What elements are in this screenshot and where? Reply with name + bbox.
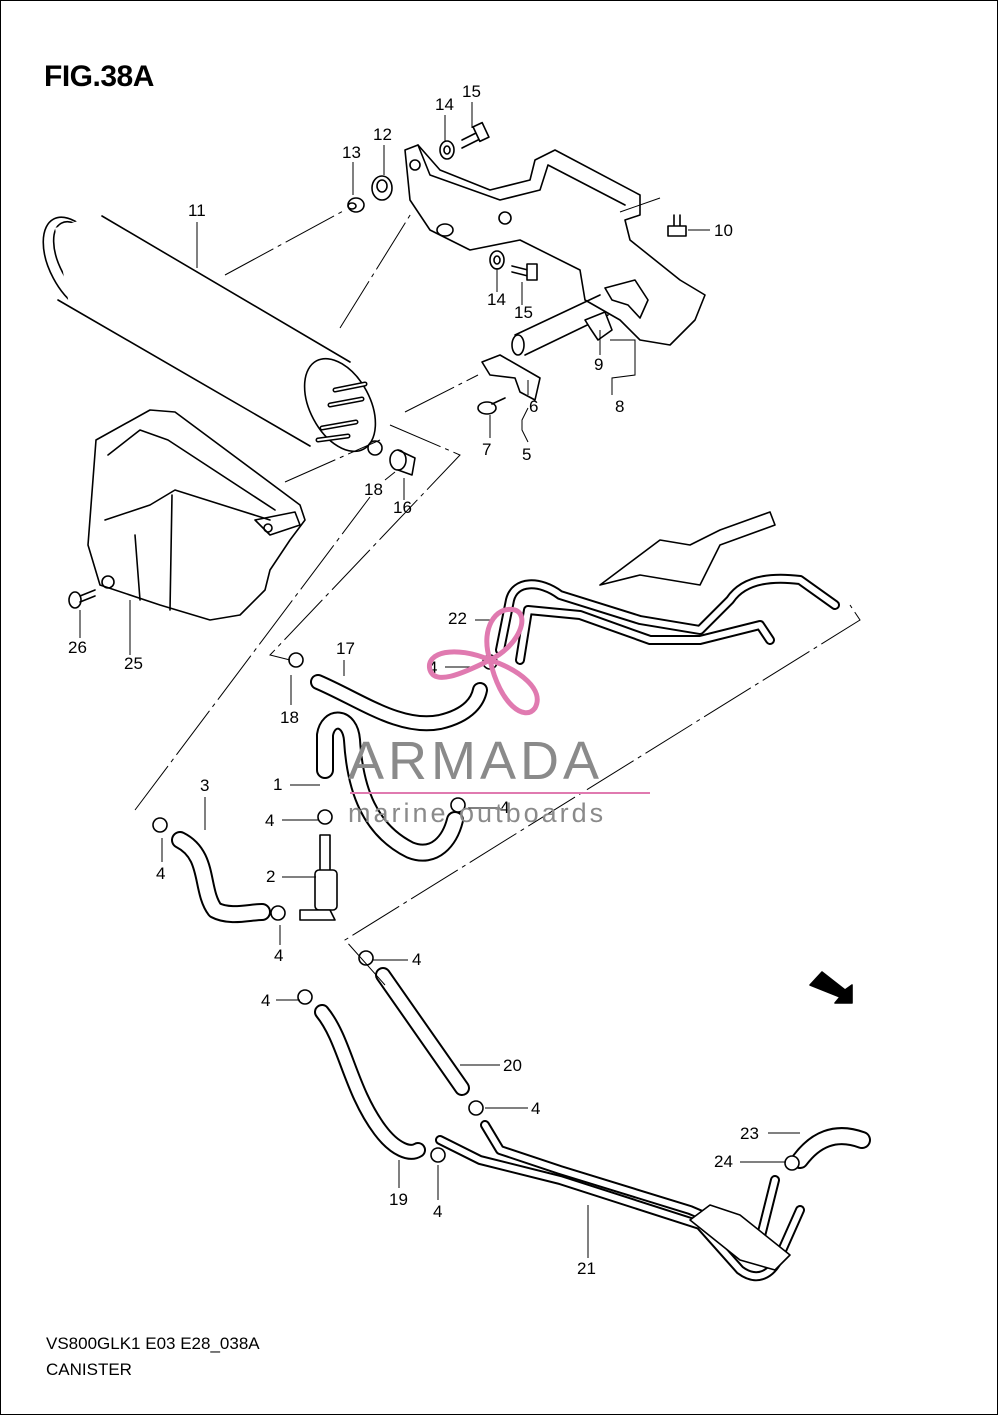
hose-23-part[interactable] [791, 1127, 871, 1169]
callout-18b: 18 [280, 708, 299, 727]
callout-4d: 4 [156, 864, 165, 883]
washer-lower-part[interactable] [489, 250, 505, 270]
callout-15b: 15 [514, 303, 533, 322]
callout-1: 1 [273, 775, 282, 794]
callout-20: 20 [503, 1056, 522, 1075]
bolt-lower-part[interactable] [511, 263, 538, 281]
callout-23: 23 [740, 1124, 759, 1143]
callout-7: 7 [482, 440, 491, 459]
callout-4e: 4 [274, 946, 283, 965]
callout-9: 9 [594, 355, 603, 374]
callout-19: 19 [389, 1190, 408, 1209]
callout-8: 8 [615, 397, 624, 416]
callout-26: 26 [68, 638, 87, 657]
callout-14a: 14 [435, 95, 454, 114]
callout-2: 2 [266, 867, 275, 886]
hose-19-part[interactable] [314, 1004, 426, 1160]
collar-part[interactable] [347, 197, 365, 213]
grommet-part[interactable] [371, 175, 393, 201]
callout-4g: 4 [261, 991, 270, 1010]
hose-20-part[interactable] [375, 967, 470, 1096]
callout-16: 16 [393, 498, 412, 517]
callout-17: 17 [336, 639, 355, 658]
pipe-22-part[interactable] [495, 511, 840, 665]
bolt-upper-part[interactable] [461, 121, 490, 149]
callout-25: 25 [124, 654, 143, 673]
bolt-10-part[interactable] [667, 214, 687, 237]
callout-4f: 4 [412, 950, 421, 969]
callout-22: 22 [448, 609, 467, 628]
screw-26-part[interactable] [68, 589, 96, 609]
callout-21: 21 [577, 1259, 596, 1278]
callout-15a: 15 [462, 82, 481, 101]
fwd-arrow-icon [809, 971, 853, 1004]
hose-17-part[interactable] [310, 674, 488, 732]
callout-5: 5 [522, 445, 531, 464]
callout-14b: 14 [487, 290, 506, 309]
figure-caption: CANISTER [46, 1360, 132, 1379]
callout-13: 13 [342, 143, 361, 162]
callout-3: 3 [200, 776, 209, 795]
cap-16-part[interactable] [389, 449, 416, 476]
callout-12: 12 [373, 125, 392, 144]
callout-18a: 18 [364, 480, 383, 499]
screw-7-part[interactable] [477, 397, 506, 415]
pipe-21-part[interactable] [435, 1120, 805, 1282]
watermark-tagline: marine outboards [348, 798, 607, 828]
pipe-clamp-assembly[interactable] [481, 279, 649, 401]
callout-4i: 4 [433, 1202, 443, 1221]
callout-24: 24 [714, 1152, 733, 1171]
canister-part[interactable] [29, 206, 390, 463]
callout-6: 6 [529, 397, 538, 416]
callout-10: 10 [714, 221, 733, 240]
callout-11: 11 [188, 201, 206, 220]
figure-title: FIG.38A [44, 60, 154, 93]
canister-bracket-part[interactable] [404, 144, 706, 346]
callout-4h: 4 [531, 1099, 540, 1118]
watermark-brand: ARMADA [348, 731, 604, 791]
canister-cover-part[interactable] [87, 409, 306, 621]
armada-propeller-logo [427, 606, 540, 716]
washer-upper-part[interactable] [439, 140, 455, 160]
callout-4c: 4 [265, 811, 274, 830]
hose-3-part[interactable] [171, 831, 271, 924]
callout-4b: 4 [500, 798, 509, 817]
hose-1-part[interactable] [316, 711, 464, 862]
drawing-code: VS800GLK1 E03 E28_038A [46, 1334, 260, 1353]
watermark-divider [350, 792, 650, 794]
valve-2-part[interactable] [299, 834, 338, 921]
callout-4a: 4 [428, 658, 437, 677]
